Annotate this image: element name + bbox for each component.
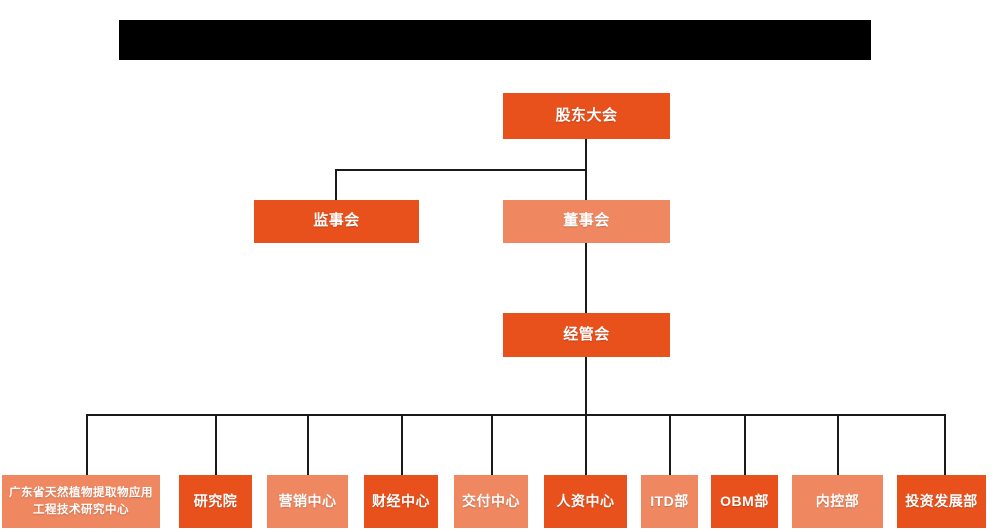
node-department-investment-development[interactable]: 投资发展部 — [897, 475, 986, 528]
node-department-itd[interactable]: ITD部 — [641, 475, 698, 528]
connector-drop-dept-1 — [86, 414, 88, 475]
node-board-of-directors[interactable]: 董事会 — [503, 200, 670, 243]
node-management-committee[interactable]: 经管会 — [503, 313, 670, 357]
connector-department-bus — [86, 414, 945, 416]
node-supervisory-board[interactable]: 监事会 — [254, 200, 419, 243]
connector-board-to-management — [585, 243, 587, 313]
node-department-research-institute[interactable]: 研究院 — [179, 475, 252, 528]
connector-drop-dept-10 — [944, 414, 946, 475]
connector-drop-dept-8 — [744, 414, 746, 475]
node-department-internal-control[interactable]: 内控部 — [792, 475, 883, 528]
node-department-hr-center[interactable]: 人资中心 — [544, 475, 627, 528]
node-shareholders-meeting[interactable]: 股东大会 — [503, 93, 670, 139]
connector-supervisory-down — [335, 169, 337, 201]
connector-drop-dept-5 — [491, 414, 493, 475]
connector-shareholders-split — [335, 169, 587, 171]
connector-drop-dept-6 — [585, 414, 587, 475]
connector-drop-dept-9 — [837, 414, 839, 475]
connector-management-to-bus — [585, 357, 587, 415]
node-department-delivery-center[interactable]: 交付中心 — [454, 475, 528, 528]
node-department-marketing-center[interactable]: 营销中心 — [267, 475, 348, 528]
node-department-obm[interactable]: OBM部 — [711, 475, 778, 528]
connector-drop-dept-2 — [215, 414, 217, 475]
connector-drop-dept-3 — [307, 414, 309, 475]
connector-board-down — [585, 169, 587, 201]
connector-drop-dept-4 — [401, 414, 403, 475]
node-department-research-center-gd[interactable]: 广东省天然植物提取物应用工程技术研究中心 — [2, 475, 160, 528]
node-department-finance-center[interactable]: 财经中心 — [364, 475, 438, 528]
connector-drop-dept-7 — [669, 414, 671, 475]
connector-shareholders-down — [585, 139, 587, 171]
redacted-title-bar — [119, 20, 871, 60]
